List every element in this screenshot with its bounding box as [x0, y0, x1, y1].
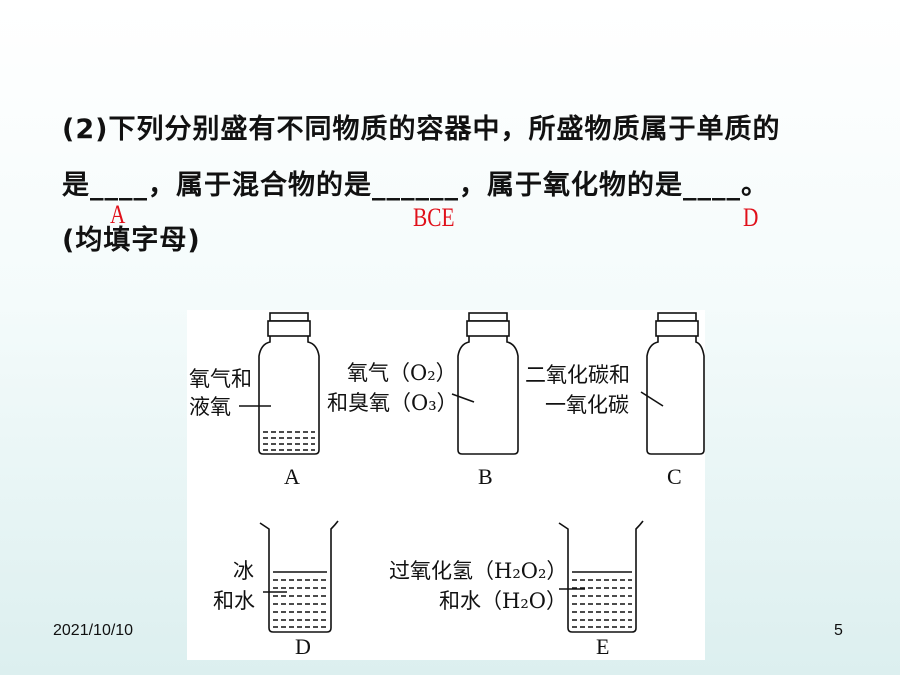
- page-number: 5: [834, 622, 843, 639]
- answer-mixture: BCE: [413, 203, 455, 232]
- footer-date: 2021/10/10: [53, 622, 134, 639]
- letter-a: A: [284, 464, 300, 489]
- label-e-2: 和水（H₂O）: [439, 589, 567, 613]
- bottle-b: [451, 312, 519, 455]
- label-c-1: 二氧化碳和: [525, 363, 630, 387]
- letter-b: B: [478, 464, 493, 489]
- bottle-c: [640, 312, 705, 455]
- label-b-2: 和臭氧（O₃）: [327, 391, 458, 415]
- beaker-e: [558, 520, 644, 633]
- label-a-2: 液氧: [189, 395, 231, 419]
- answer-elemental: A: [110, 200, 126, 229]
- bottle-a: [239, 312, 320, 455]
- label-e-1: 过氧化氢（H₂O₂）: [389, 559, 567, 583]
- containers-figure: 氧气和 液氧 A 氧气（O₂） 和臭氧（O₃） B 二氧化碳和 一氧化碳 C: [187, 310, 705, 660]
- letter-e: E: [596, 634, 609, 659]
- label-c-2: 一氧化碳: [545, 393, 629, 417]
- label-a-1: 氧气和: [189, 367, 252, 391]
- label-d-2: 和水: [213, 589, 255, 613]
- question-line-2: 是____，属于混合物的是______，属于氧化物的是____。: [62, 170, 769, 201]
- letter-c: C: [667, 464, 682, 489]
- answer-oxide: D: [743, 203, 759, 232]
- label-d-1: 冰: [233, 559, 254, 583]
- question-line-1: (2)下列分别盛有不同物质的容器中，所盛物质属于单质的: [62, 114, 781, 145]
- question-line-3: (均填字母): [62, 225, 201, 256]
- label-b-1: 氧气（O₂）: [347, 361, 457, 385]
- letter-d: D: [295, 634, 311, 659]
- beaker-d: [259, 520, 339, 633]
